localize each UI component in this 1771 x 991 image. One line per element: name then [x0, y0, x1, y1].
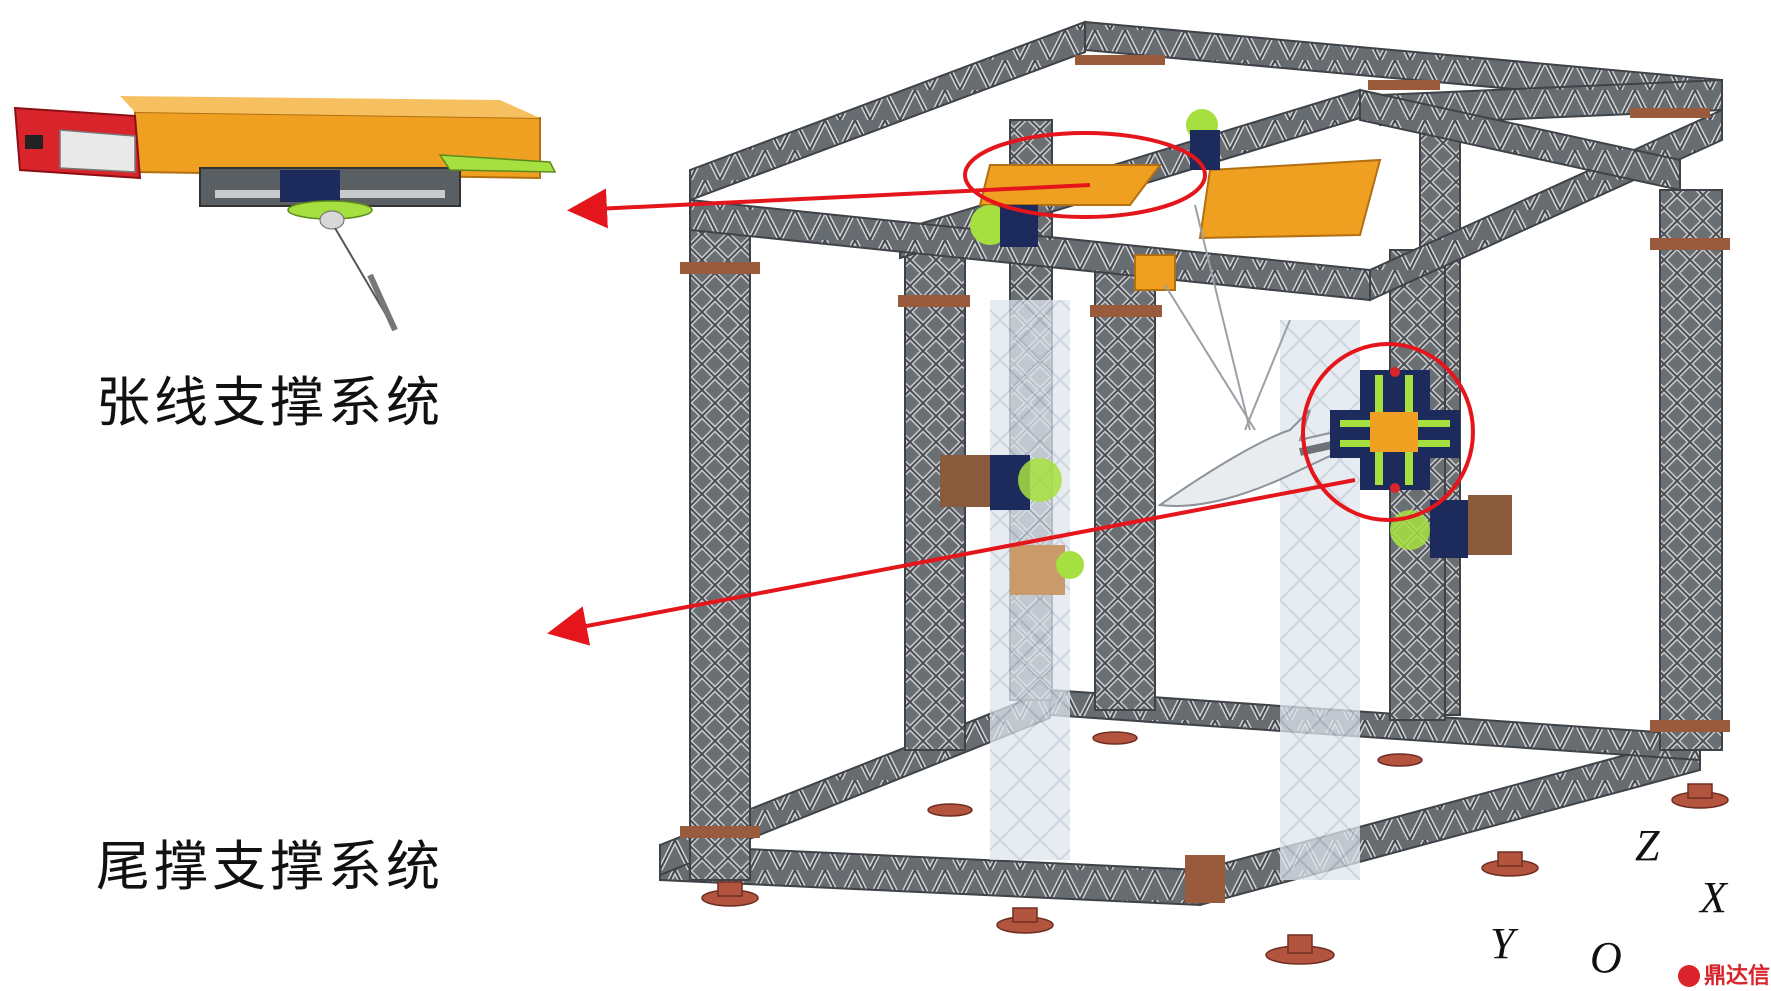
- side-module-left: [940, 455, 1062, 510]
- axis-label-x: X: [1700, 873, 1727, 922]
- top-orange-beam-right: [1198, 158, 1382, 240]
- watermark: 鼎达信: [1678, 958, 1770, 990]
- top-module-left: [970, 109, 1220, 247]
- label-wire-support: 张线支撑系统: [96, 371, 444, 434]
- truss-frame: [659, 20, 1730, 965]
- tension-wires: [1164, 204, 1291, 431]
- glass-tower-right: [1280, 320, 1360, 880]
- axis-label-y: Y: [1490, 919, 1515, 968]
- axis-label-z: Z: [1635, 821, 1660, 870]
- mid-module: [1010, 545, 1084, 595]
- watermark-text: 鼎达信: [1704, 964, 1771, 989]
- joint-plates: [680, 55, 1730, 903]
- top-beam-left-back: [689, 20, 1086, 202]
- tail-support-cross-small: [1330, 367, 1460, 493]
- callout-ellipse-tail: [1301, 342, 1475, 522]
- column-inner-left-b: [1094, 249, 1156, 711]
- bottom-beam-right: [1199, 733, 1701, 907]
- feet: [701, 731, 1729, 965]
- ring-logo-icon: [1678, 965, 1700, 987]
- column-front-right: [1659, 189, 1723, 751]
- callout-ellipse-wire: [963, 131, 1207, 219]
- arrow-icon: [547, 478, 1356, 646]
- column-front-left: [689, 229, 751, 881]
- arrow-icon: [567, 183, 1091, 229]
- axis-label-o: O: [1590, 933, 1622, 982]
- side-module-right: [1390, 495, 1512, 558]
- label-tail-support: 尾撑支撑系统: [96, 835, 444, 898]
- top-orange-beam-drop: [1134, 254, 1176, 291]
- wire-support-detail: [13, 96, 557, 332]
- top-beam-front: [689, 198, 1371, 302]
- top-beam-cross: [1359, 88, 1681, 192]
